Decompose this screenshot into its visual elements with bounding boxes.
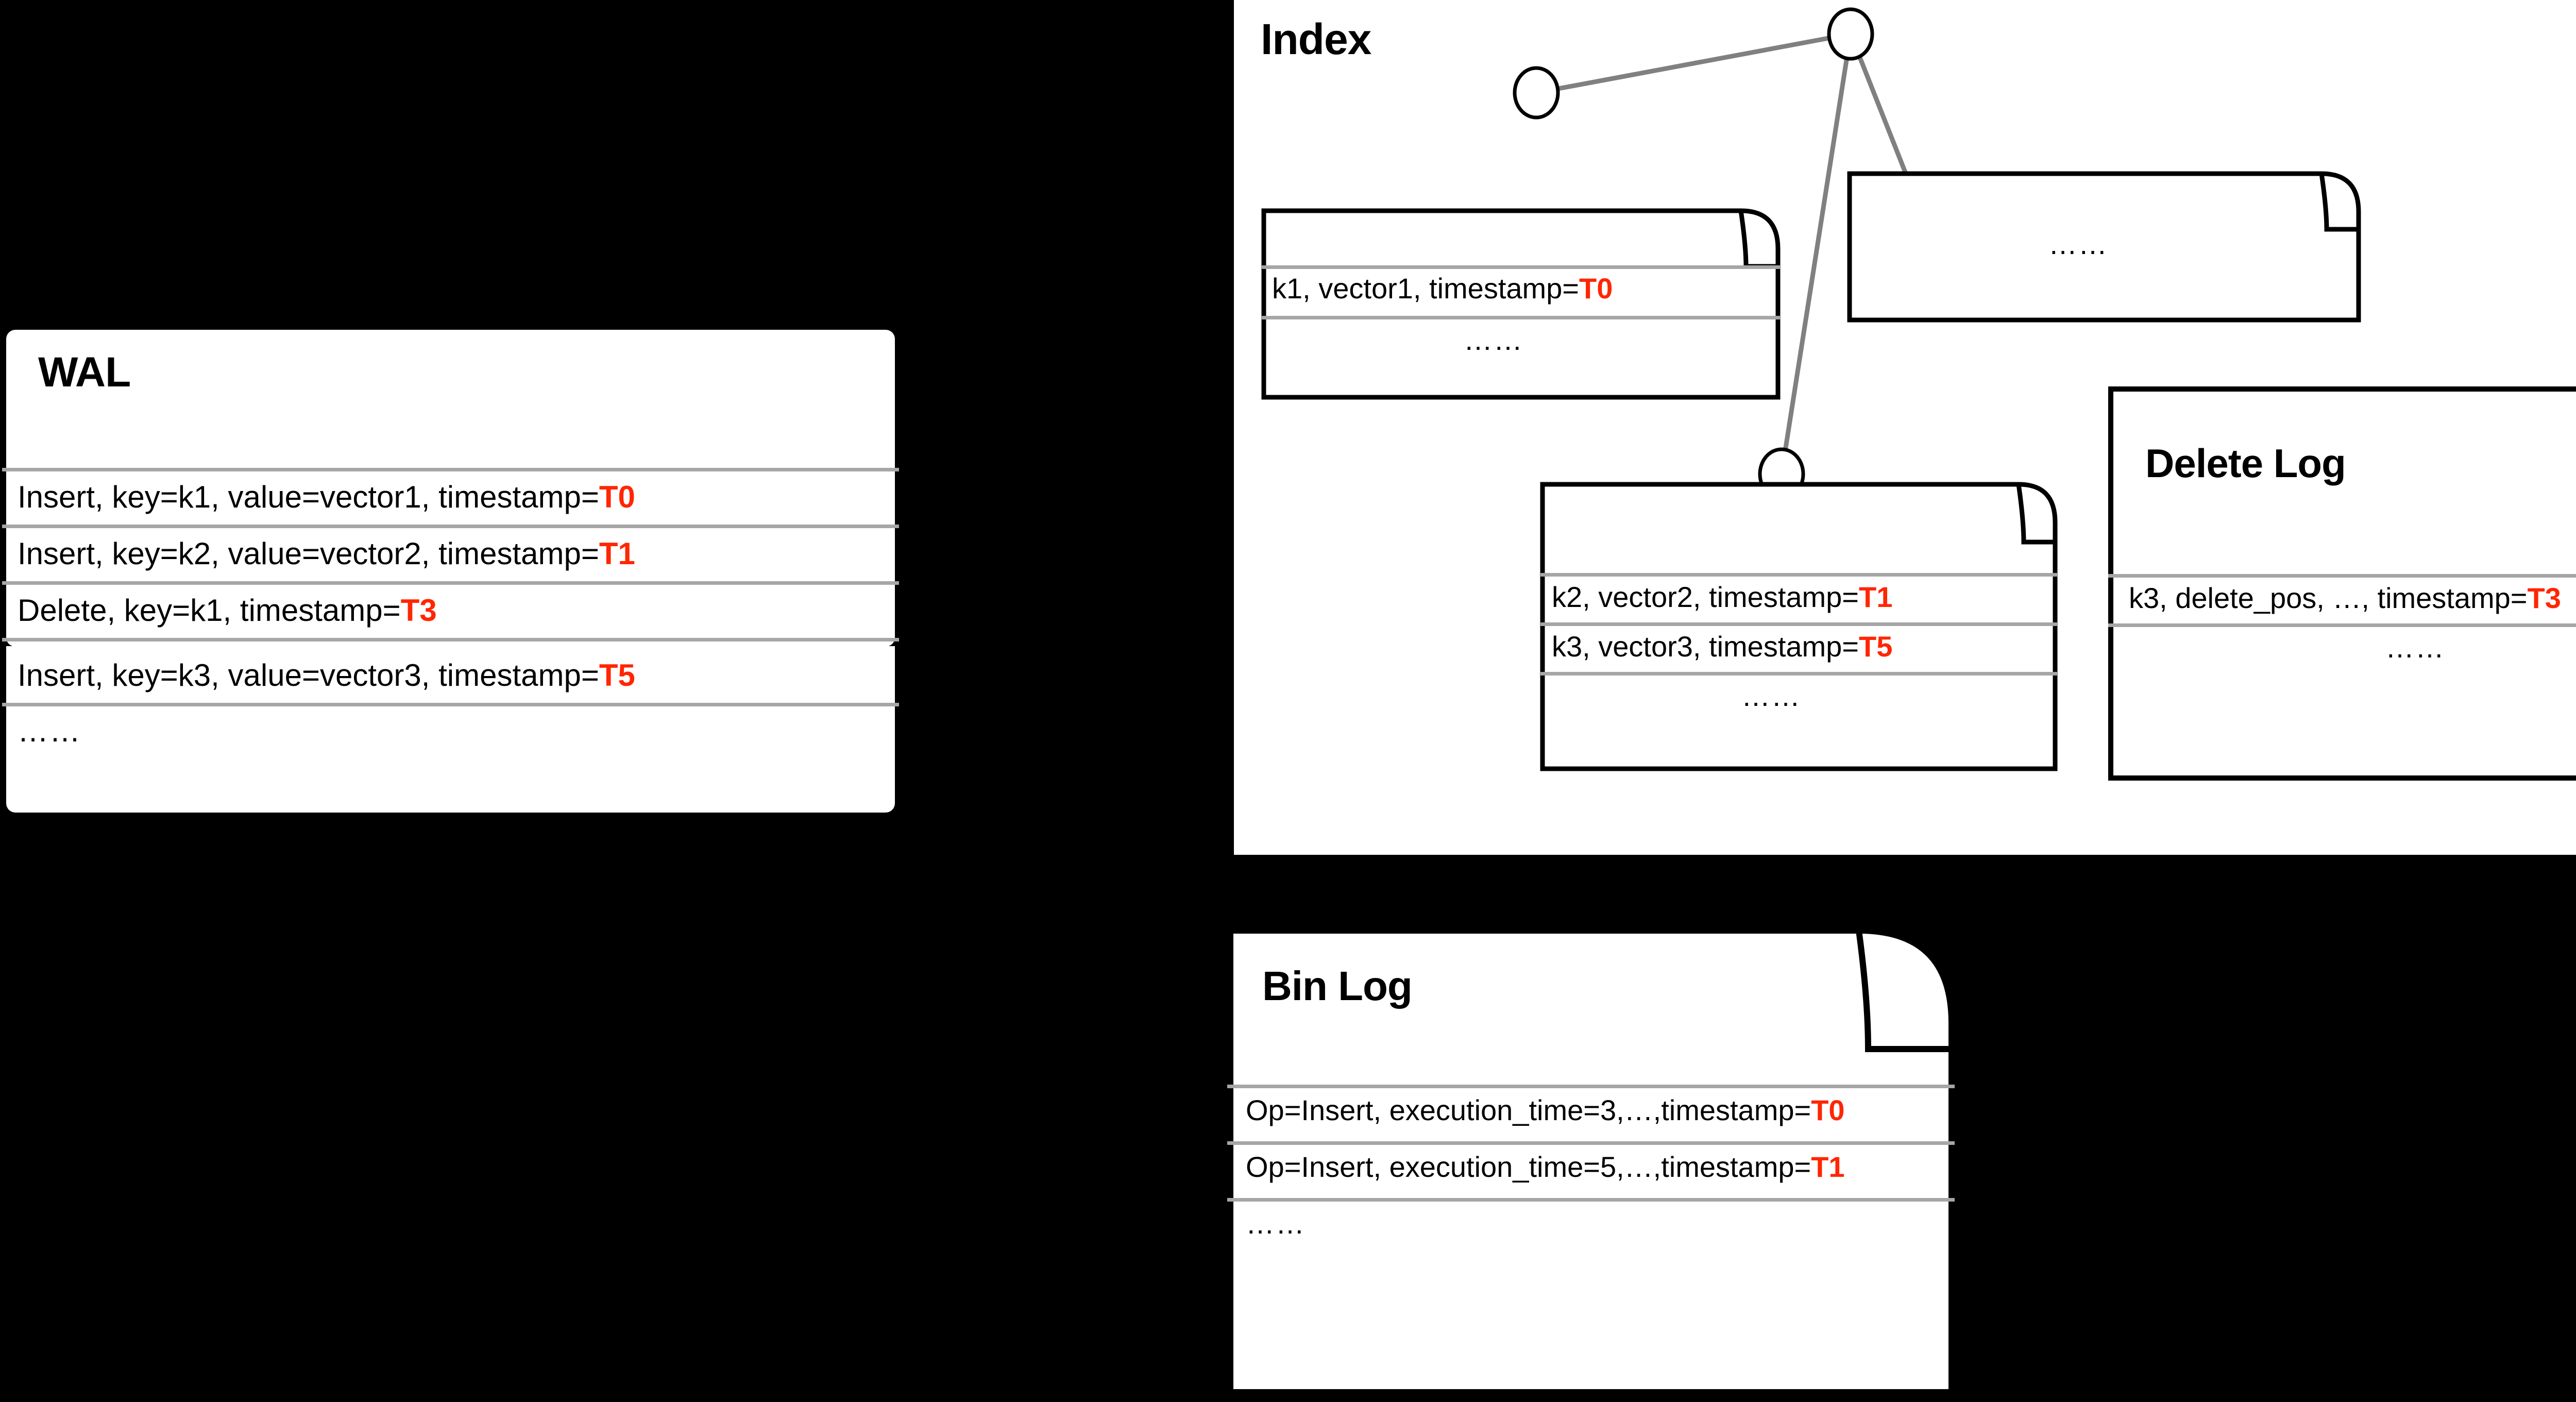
leaf-card-k2-k3-row-0: k2, vector2, timestamp=T1 [1552, 580, 1892, 614]
index-title: Index [1261, 15, 1371, 63]
bin-log-row-1-text: Op=Insert, execution_time=5,…,timestamp= [1246, 1151, 1811, 1183]
card-outline-with-fold [1847, 171, 2361, 323]
bin-log-row-1: Op=Insert, execution_time=5,…,timestamp=… [1246, 1150, 1845, 1184]
delete-log-ellipsis: …… [2385, 631, 2445, 664]
wal-row-2-text: Delete, key=k1, timestamp= [18, 593, 401, 628]
wal-row-1-text: Insert, key=k2, value=vector2, timestamp… [18, 536, 599, 571]
wal-row-3: Insert, key=k3, value=vector3, timestamp… [18, 657, 635, 693]
leaf-card-k2-k3-separator [1540, 672, 2057, 675]
wal-separator [2, 638, 899, 641]
bin-log-row-0: Op=Insert, execution_time=3,…,timestamp=… [1246, 1093, 1845, 1127]
bin-log-row-1-timestamp: T1 [1811, 1151, 1845, 1183]
delete-log-separator [2108, 623, 2576, 627]
leaf-card-more: …… [1847, 171, 2361, 323]
leaf-card-k2-k3-row-0-text: k2, vector2, timestamp= [1552, 581, 1859, 613]
leaf-card-k2-k3: k2, vector2, timestamp=T1 k3, vector3, t… [1540, 482, 2058, 771]
fold-corner [1738, 210, 1778, 269]
bin-log-ellipsis: …… [1246, 1207, 1306, 1240]
wal-separator [2, 703, 899, 706]
leaf-card-k2-k3-row-1-text: k3, vector3, timestamp= [1552, 630, 1859, 663]
wal-ellipsis: …… [18, 714, 81, 748]
delete-log-row-0: k3, delete_pos, …, timestamp=T3 [2129, 581, 2561, 615]
bin-log-row-0-text: Op=Insert, execution_time=3,…,timestamp= [1246, 1094, 1811, 1126]
wal-row-2: Delete, key=k1, timestamp=T3 [18, 593, 437, 628]
leaf-card-k1-ellipsis: …… [1464, 324, 1523, 356]
leaf-card-k1-row-0-text: k1, vector1, timestamp= [1272, 272, 1580, 305]
fold-corner [2016, 484, 2055, 545]
leaf-card-k1-separator [1262, 265, 1780, 269]
wal-separator [2, 468, 899, 471]
bin-log-separator [1227, 1141, 1955, 1145]
bin-log-panel: Bin Log Op=Insert, execution_time=3,…,ti… [1227, 927, 1955, 1395]
wal-row-0-text: Insert, key=k1, value=vector1, timestamp… [18, 480, 599, 514]
card-outline-with-fold [1540, 482, 2058, 771]
delete-log-row-0-text: k3, delete_pos, …, timestamp= [2129, 582, 2528, 614]
wal-title: WAL [38, 349, 131, 396]
wal-row-3-timestamp: T5 [599, 658, 635, 692]
leaf-card-k1: k1, vector1, timestamp=T0 …… [1261, 208, 1781, 400]
leaf-card-k2-k3-row-1-timestamp: T5 [1859, 630, 1893, 663]
wal-separator [2, 581, 899, 585]
bin-log-title: Bin Log [1262, 963, 1413, 1009]
leaf-card-more-ellipsis: …… [2048, 228, 2108, 260]
leaf-card-k2-k3-row-1: k3, vector3, timestamp=T5 [1552, 630, 1892, 663]
leaf-card-k1-separator [1262, 316, 1780, 319]
bin-log-separator [1227, 1198, 1955, 1202]
wal-row-0-timestamp: T0 [599, 480, 635, 514]
card-outline-with-fold [1261, 208, 1781, 400]
wal-panel-lower: Insert, key=k3, value=vector3, timestamp… [2, 646, 899, 813]
wal-row-0: Insert, key=k1, value=vector1, timestamp… [18, 479, 635, 515]
leaf-card-k1-row-0: k1, vector1, timestamp=T0 [1272, 272, 1613, 305]
wal-row-1-timestamp: T1 [599, 536, 635, 571]
delete-log-panel: Delete Log k3, delete_pos, …, timestamp=… [2108, 386, 2576, 781]
leaf-card-k2-k3-row-0-timestamp: T1 [1859, 581, 1893, 613]
wal-separator [2, 525, 899, 528]
delete-log-row-0-timestamp: T3 [2527, 582, 2561, 614]
card-outline-with-fold [2108, 386, 2576, 781]
leaf-card-k2-k3-separator [1540, 573, 2057, 577]
delete-log-separator [2108, 574, 2576, 578]
wal-row-3-text: Insert, key=k3, value=vector3, timestamp… [18, 658, 599, 692]
leaf-card-k2-k3-ellipsis: …… [1741, 680, 1801, 712]
leaf-card-k2-k3-separator [1540, 622, 2057, 626]
bin-log-separator [1227, 1085, 1955, 1088]
fold-corner [1856, 930, 1952, 1052]
card-outline-with-fold [1227, 927, 1955, 1395]
delete-log-title: Delete Log [2145, 441, 2346, 486]
fold-corner [2319, 173, 2359, 232]
wal-panel: WAL Insert, key=k1, value=vector1, times… [2, 330, 899, 647]
bin-log-row-0-timestamp: T0 [1811, 1094, 1845, 1126]
wal-row-2-timestamp: T3 [400, 593, 437, 628]
leaf-card-k1-row-0-timestamp: T0 [1579, 272, 1613, 305]
wal-row-1: Insert, key=k2, value=vector2, timestamp… [18, 536, 635, 571]
